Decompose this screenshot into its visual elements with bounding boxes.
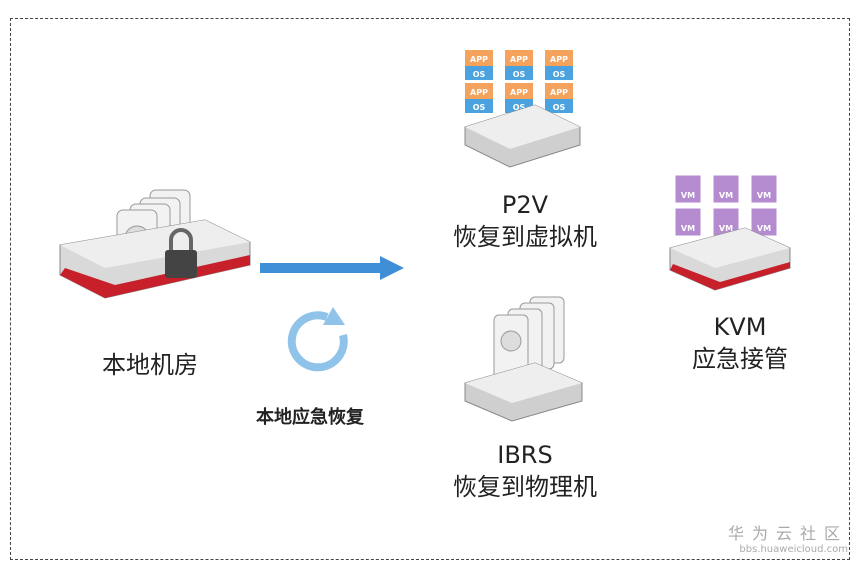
tile-app-text: APP [510,88,528,97]
local-server-with-disks-lock-icon [59,189,251,299]
tile-vm-text: VM [757,191,771,200]
tile-vm-text: VM [719,224,733,233]
tile-app-text: APP [470,88,488,97]
ibrs-label: 恢复到物理机 [453,473,597,501]
tile-vm-text: VM [681,224,695,233]
tile-app-text: APP [510,55,528,64]
kvm-label: 应急接管 [692,345,788,373]
vm-tile: APP OS [465,83,493,113]
kvm-server-icon: VM VM VM VM VM VM [669,174,791,291]
tile-app-text: APP [550,55,568,64]
tile-vm-text: VM [681,191,695,200]
tile-os-text: OS [553,70,566,79]
physical-server-with-disks-icon [464,296,583,422]
vm-server-icon: APP OS APP OS APP OS APP OS APP OS APP OS [464,50,581,168]
diagram-frame [10,18,850,560]
p2v-protocol: P2V [501,191,549,219]
ibrs-protocol: IBRS [497,441,553,469]
vm-tiles: APP OS APP OS APP OS APP OS APP OS APP OS [465,50,573,113]
refresh-cycle-icon [287,307,348,372]
tile-os-text: OS [553,103,566,112]
watermark: 华为云社区 bbs.huaweicloud.com [728,520,848,555]
tile-vm-text: VM [719,191,733,200]
p2v-label: 恢复到虚拟机 [453,223,597,251]
kvm-vm-tiles [674,174,778,237]
lock-icon [165,228,197,278]
tile-os-text: OS [513,70,526,79]
tile-os-text: OS [513,103,526,112]
kvm-protocol: KVM [713,313,767,341]
process-label: 本地应急恢复 [256,407,364,428]
kvm-tile-labels: VM VM VM VM VM VM [681,191,771,233]
right-arrow [260,256,404,280]
source-label: 本地机房 [102,351,198,379]
watermark-en: bbs.huaweicloud.com [739,544,848,555]
tile-os-text: OS [473,70,486,79]
vm-tile: APP OS [545,50,573,80]
tile-vm-text: VM [757,224,771,233]
vm-tile: APP OS [465,50,493,80]
vm-tile: APP OS [505,50,533,80]
tile-os-text: OS [473,103,486,112]
vm-tile: APP OS [545,83,573,113]
tile-app-text: APP [470,55,488,64]
watermark-cn: 华为云社区 [727,524,848,543]
tile-app-text: APP [550,88,568,97]
